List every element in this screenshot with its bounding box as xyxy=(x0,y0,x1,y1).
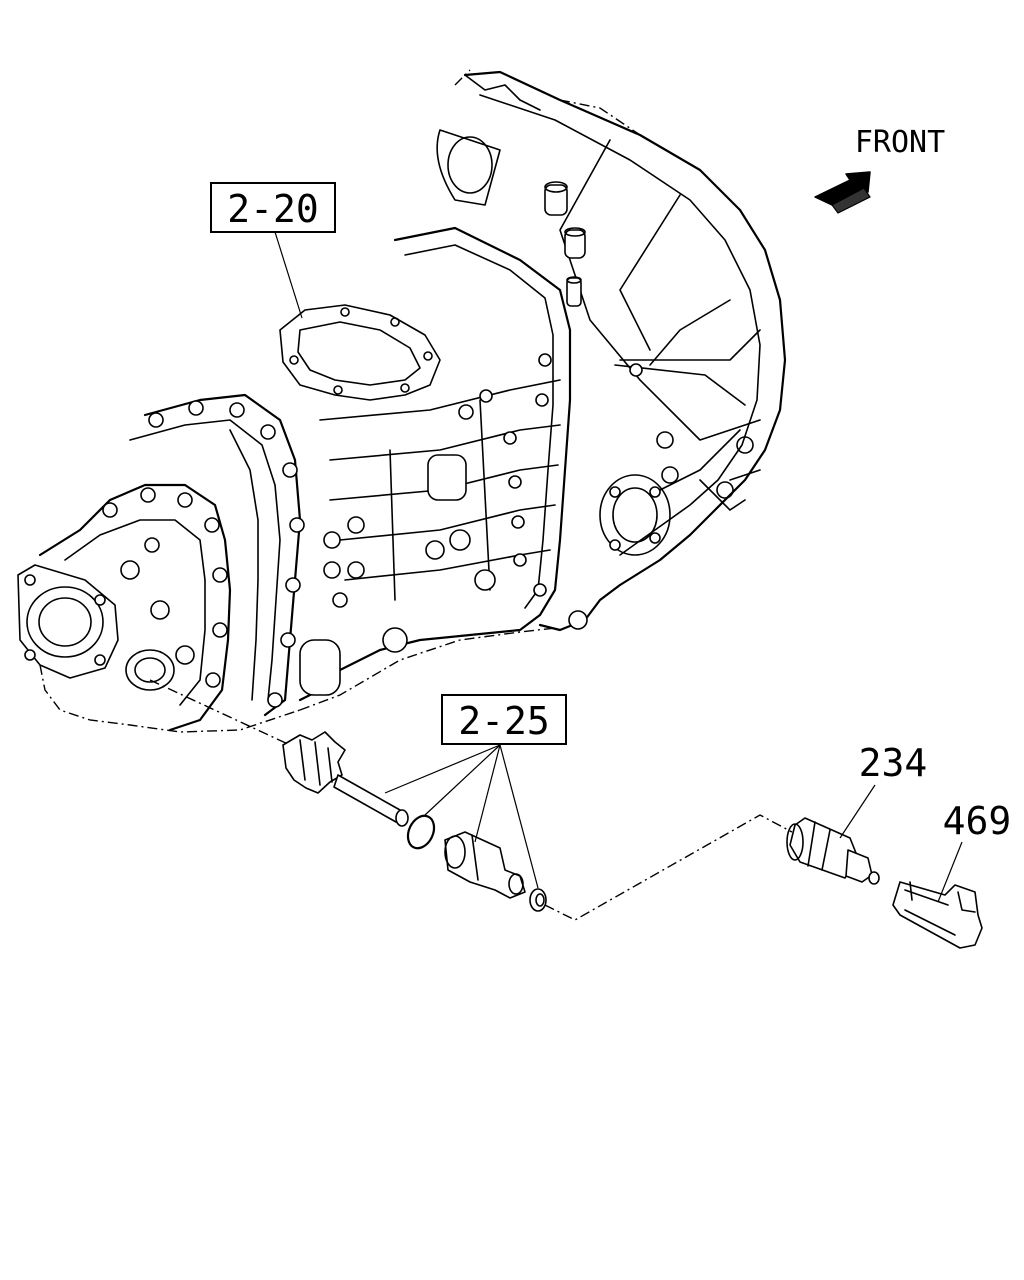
speedometer-drive-parts xyxy=(149,679,547,912)
callout-2-25[interactable]: 2-25 xyxy=(441,694,567,745)
front-label: FRONT xyxy=(855,125,945,160)
transmission-assembly xyxy=(17,69,787,733)
speed-sensor xyxy=(786,817,880,885)
mounting-bracket xyxy=(892,881,983,949)
front-direction-indicator: FRONT xyxy=(814,125,945,214)
leader-lines xyxy=(274,231,963,921)
callout-2-25-label: 2-25 xyxy=(458,699,550,743)
callout-2-20[interactable]: 2-20 xyxy=(210,182,336,233)
callout-2-20-label: 2-20 xyxy=(227,187,319,231)
part-469-label[interactable]: 469 xyxy=(943,799,1012,843)
part-234-label[interactable]: 234 xyxy=(859,741,928,785)
